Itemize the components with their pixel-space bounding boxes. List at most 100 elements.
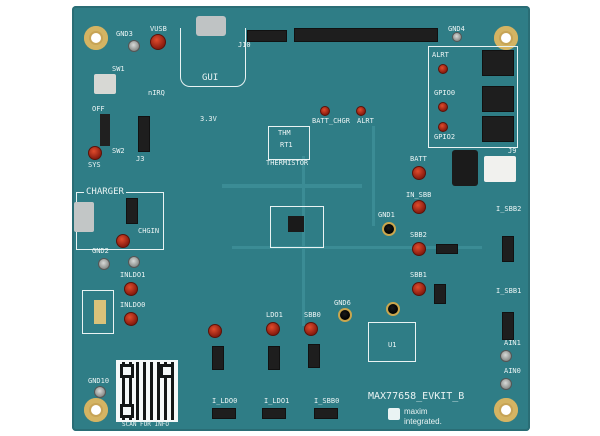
header-j6[interactable] <box>126 198 138 224</box>
led-batt-chgr <box>320 106 330 116</box>
in-sbb-label: IN_SBB <box>406 191 432 199</box>
inductor-pads <box>94 300 106 324</box>
header-j204[interactable] <box>436 244 458 254</box>
gnd1-test-point[interactable] <box>382 222 396 236</box>
i-sbb0-label: I_SBB0 <box>314 397 340 405</box>
i-sbb2-label: I_SBB2 <box>496 205 522 213</box>
ldo1-test-point[interactable] <box>266 322 280 336</box>
led-ds5 <box>438 122 448 132</box>
ain0-test-point[interactable] <box>500 378 512 390</box>
header-j202[interactable] <box>502 312 514 340</box>
spare-inductor-region <box>82 290 114 334</box>
gnd2-label: GND2 <box>92 247 109 255</box>
gnd3-label: GND3 <box>116 30 133 38</box>
gnd3-test-point[interactable] <box>128 40 140 52</box>
header-j201[interactable] <box>308 344 320 368</box>
vusb-test-point[interactable] <box>150 34 166 50</box>
alrt-top-label: ALRT <box>357 117 374 125</box>
charger-usb-connector[interactable] <box>74 202 94 232</box>
nirq-label: nIRQ <box>148 89 165 97</box>
thm-label: THM <box>278 129 291 137</box>
charger-label: CHARGER <box>84 187 126 197</box>
gnd1-label: GND1 <box>378 211 395 219</box>
qr-caption: SCAN FOR INFO <box>122 421 169 428</box>
gpio2-label: GPIO2 <box>434 133 456 141</box>
i-sbb1-label: I_SBB1 <box>496 287 522 295</box>
batt-chgr-label: BATT_CHGR <box>312 117 350 125</box>
brand-line1: maxim <box>404 407 428 416</box>
sbb2-label: SBB2 <box>410 231 427 239</box>
ain1-test-point[interactable] <box>500 350 512 362</box>
thermistor-label: THERMISTOR <box>266 159 309 167</box>
sbb1-test-point[interactable] <box>412 282 426 296</box>
gui-region <box>180 28 246 87</box>
sbb0-test-point[interactable] <box>304 322 318 336</box>
mounting-hole-bl <box>84 398 108 422</box>
3v3-label: 3.3V <box>200 115 217 123</box>
header-i-ldo1[interactable] <box>262 408 286 419</box>
pmic-chip <box>288 216 304 232</box>
evaluation-board: GUI VUSB GND3 J10 GND4 ALRT GPIO0 GPIO2 … <box>72 6 530 431</box>
gnd10-test-point[interactable] <box>94 386 106 398</box>
vusb-label: VUSB <box>150 25 167 33</box>
header-j5-c[interactable] <box>482 116 514 142</box>
sys-test-point[interactable] <box>88 146 102 160</box>
off-label: OFF <box>92 105 105 113</box>
led-alrt <box>356 106 366 116</box>
thermistor-region <box>268 126 310 160</box>
ldo0-test-point[interactable] <box>208 324 222 338</box>
brand-line2: integrated. <box>404 417 442 426</box>
pushbutton-sw1[interactable] <box>94 74 116 94</box>
header-j5-b[interactable] <box>482 86 514 112</box>
gui-usb-connector[interactable] <box>196 16 226 36</box>
gnd4-test-point[interactable] <box>452 32 462 42</box>
header-j1-mid[interactable] <box>268 346 280 370</box>
header-j207[interactable] <box>212 346 224 370</box>
inldo0-label: INLDO0 <box>120 301 146 309</box>
battery-connector-j9[interactable] <box>484 156 516 182</box>
ain1-label: AIN1 <box>504 339 521 347</box>
maxim-logo-icon <box>388 408 400 420</box>
rt1-label: RT1 <box>280 141 293 149</box>
led-ds4 <box>438 102 448 112</box>
slide-switch-sw2[interactable] <box>100 114 110 146</box>
qr-code <box>116 360 178 422</box>
inldo0-test-point[interactable] <box>124 312 138 326</box>
u1-region <box>368 322 416 362</box>
pmic-region <box>270 206 324 248</box>
in-sbb-test-point[interactable] <box>412 200 426 214</box>
sys-label: SYS <box>88 161 101 169</box>
chgin-test-point[interactable] <box>116 234 130 248</box>
inldo1-test-point[interactable] <box>124 282 138 296</box>
sbb2-test-point[interactable] <box>412 242 426 256</box>
batt-test-point[interactable] <box>412 166 426 180</box>
header-i-ldo0[interactable] <box>212 408 236 419</box>
header-j10[interactable] <box>247 30 287 42</box>
i-ldo0-label: I_LDO0 <box>212 397 238 405</box>
sw1-label: SW1 <box>112 65 125 73</box>
gui-label: GUI <box>202 73 219 83</box>
header-j5-a[interactable] <box>482 50 514 76</box>
batt-label: BATT <box>410 155 427 163</box>
gpio0-label: GPIO0 <box>434 89 456 97</box>
header-j206[interactable] <box>502 236 514 262</box>
j10-label: J10 <box>238 41 251 49</box>
header-j3[interactable] <box>138 116 150 152</box>
header-j1[interactable] <box>294 28 438 42</box>
gnd2-test-point[interactable] <box>98 258 110 270</box>
ldo1-label: LDO1 <box>266 311 283 319</box>
i-ldo1-label: I_LDO1 <box>264 397 290 405</box>
sw2-label: SW2 <box>112 147 125 155</box>
sbb1-label: SBB1 <box>410 271 427 279</box>
j3-label: J3 <box>136 155 145 163</box>
gnd-right-test-point[interactable] <box>386 302 400 316</box>
vl-test-point[interactable] <box>128 256 140 268</box>
header-j203[interactable] <box>434 284 446 304</box>
header-i-sbb0[interactable] <box>314 408 338 419</box>
ain0-label: AIN0 <box>504 367 521 375</box>
gnd6-test-point[interactable] <box>338 308 352 322</box>
inldo1-label: INLDO1 <box>120 271 146 279</box>
sbb0-label: SBB0 <box>304 311 321 319</box>
mounting-hole-br <box>494 398 518 422</box>
gnd6-label: GND6 <box>334 299 351 307</box>
